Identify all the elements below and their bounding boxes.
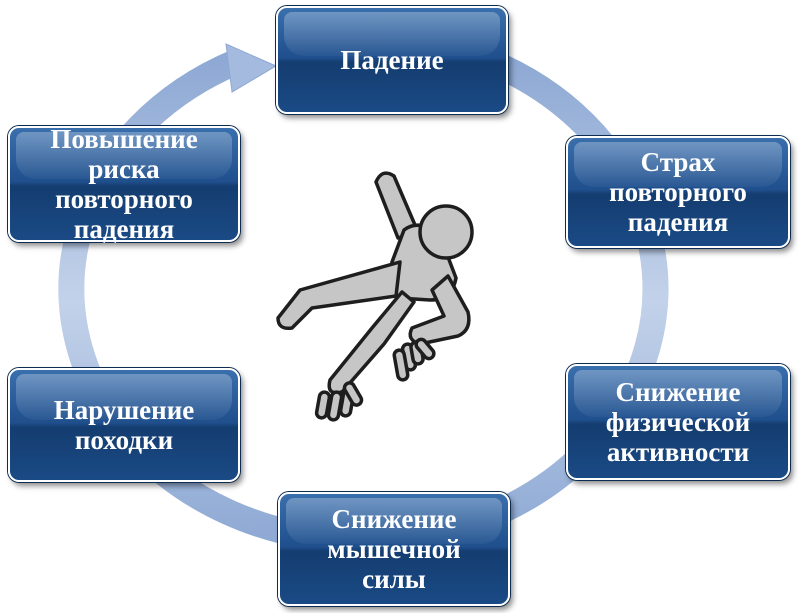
node-falling: Падение bbox=[276, 6, 508, 114]
node-reduced-activity-label: Снижение физической активности bbox=[605, 377, 751, 467]
cycle-arrow-head bbox=[225, 43, 278, 93]
node-reduced-muscle-strength: Снижение мышечной силы bbox=[278, 492, 510, 606]
falling-person-icon bbox=[276, 171, 474, 422]
node-fear-of-refall-label: Страх повторного падения bbox=[609, 147, 747, 237]
node-increased-refall-risk-label: Повышение риска повторного падения bbox=[50, 124, 198, 244]
node-fear-of-refall: Страх повторного падения bbox=[566, 136, 790, 248]
node-gait-disorder: Нарушение походки bbox=[8, 368, 240, 482]
node-increased-refall-risk: Повышение риска повторного падения bbox=[8, 124, 240, 244]
node-reduced-activity: Снижение физической активности bbox=[566, 364, 790, 480]
node-reduced-muscle-strength-label: Снижение мышечной силы bbox=[327, 504, 461, 594]
node-falling-label: Падение bbox=[340, 45, 444, 75]
node-gait-disorder-label: Нарушение походки bbox=[53, 395, 195, 455]
